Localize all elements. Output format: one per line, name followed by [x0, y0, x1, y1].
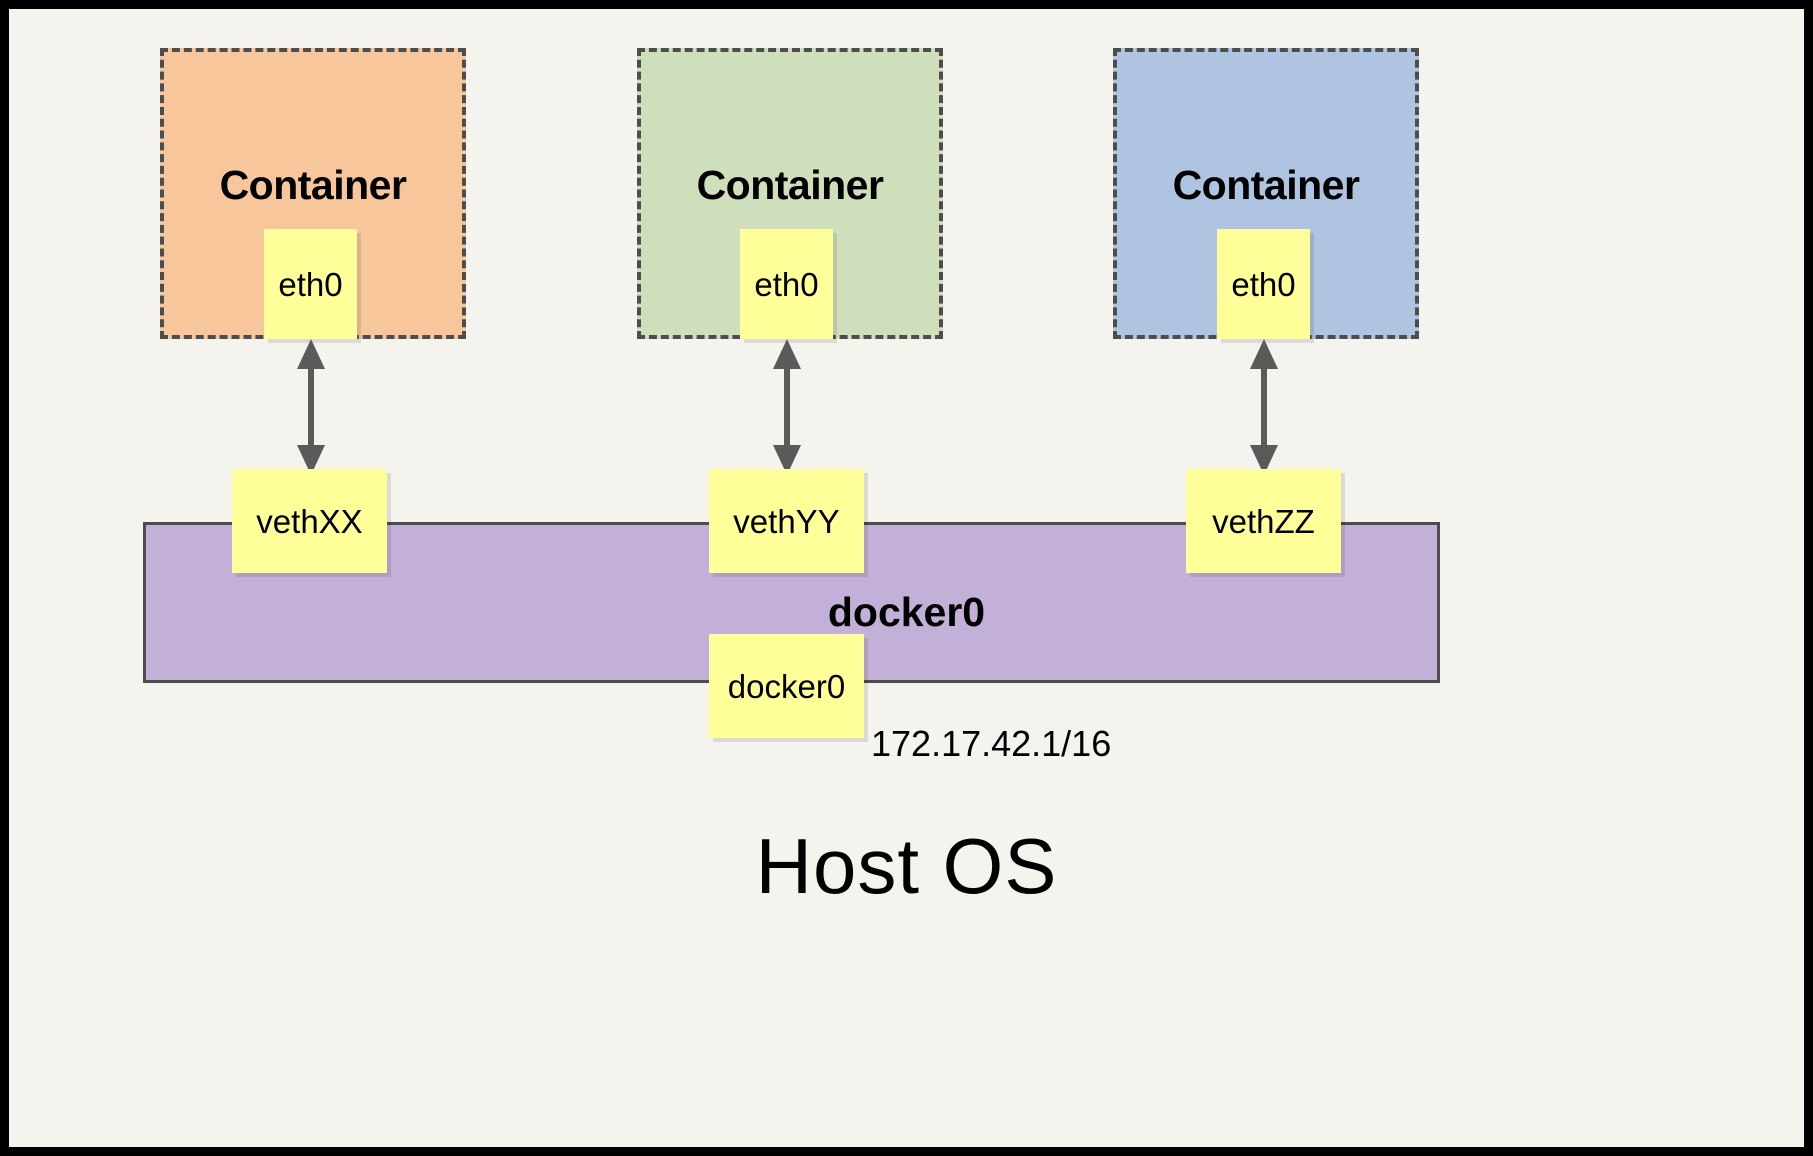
docker0-bridge-label: docker0 — [827, 589, 986, 635]
veth-box-1: vethXX — [232, 469, 387, 573]
docker0-ip-label: 172.17.42.1/16 — [871, 723, 1112, 764]
docker0-interface-box: docker0 — [709, 634, 864, 738]
host-os-label: Host OS — [755, 822, 1058, 910]
container-eth0-box-2: eth0 — [740, 229, 833, 339]
container-title-1: Container — [219, 162, 407, 208]
container-title-2: Container — [696, 162, 884, 208]
veth-link-arrow-3 — [1250, 339, 1278, 475]
container-eth0-box-3: eth0 — [1217, 229, 1310, 339]
container-title-3: Container — [1172, 162, 1360, 208]
diagram-page: Container Container Container eth0 eth0 … — [9, 9, 1804, 1147]
veth-link-arrow-2 — [773, 339, 801, 475]
container-eth0-box-1: eth0 — [264, 229, 357, 339]
veth-box-2: vethYY — [709, 469, 864, 573]
veth-link-arrow-1 — [297, 339, 325, 475]
veth-box-3: vethZZ — [1186, 469, 1341, 573]
